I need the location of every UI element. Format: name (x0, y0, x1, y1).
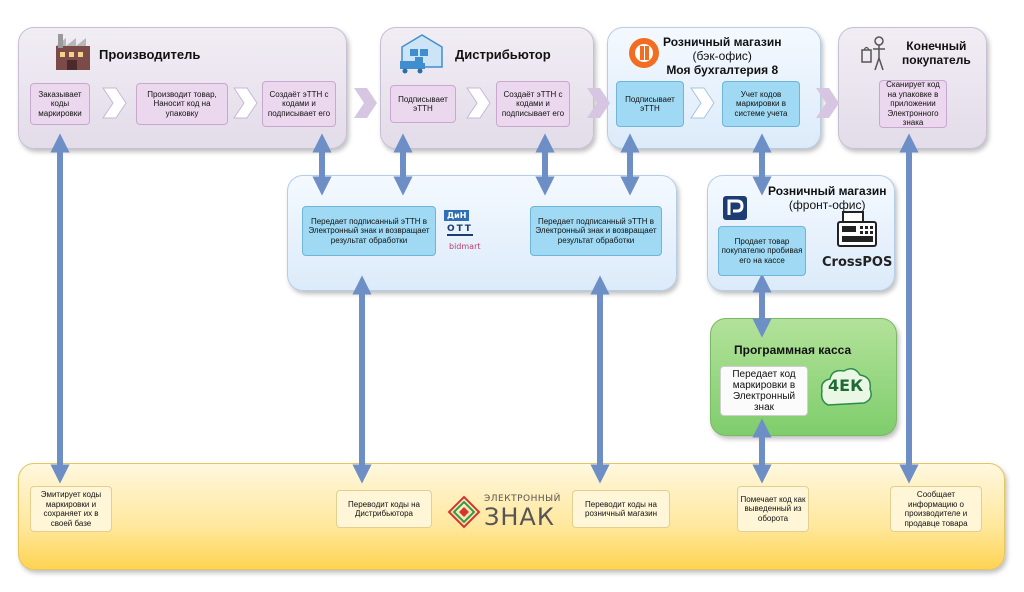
consumer-title: Конечный покупатель (902, 39, 971, 67)
producer-step-create-ettn: Создаёт эТТН с кодами и подписывает его (262, 81, 336, 127)
crosspos-logo-icon (723, 196, 747, 220)
electronic-sign-logo-line1: ЭЛЕКТРОННЫЙ (484, 494, 561, 504)
retail-back-title-line2: (бэк-офис) (692, 49, 752, 63)
chevron-3 (354, 88, 377, 118)
chevron-5 (587, 88, 610, 118)
retail-front-step-sell: Продает товар покупателю пробивая его на… (718, 226, 806, 276)
retail-back-title-line3: Моя бухгалтерия 8 (666, 63, 779, 77)
retail-front-title: Розничный магазин (фронт-офис) (768, 184, 886, 212)
distributor-step-create-ettn: Создаёт эТТН с кодами и подписывает его (496, 81, 570, 127)
crosspos-brand: CrossPOS (822, 255, 893, 270)
chevron-2 (233, 87, 258, 119)
ez-step-inform: Сообщает информацию о производителе и пр… (890, 486, 982, 532)
warehouse-truck-icon (400, 34, 443, 74)
chevron-6 (690, 87, 715, 119)
chevron-1 (102, 87, 127, 119)
ott-logo: ОТТ (447, 224, 473, 236)
bidmart-logo: bidmart (449, 242, 481, 251)
4ek-logo-icon (820, 368, 872, 406)
chevron-7 (816, 88, 839, 118)
retail-back-title-line1: Розничный магазин (663, 35, 782, 49)
shopper-icon (861, 36, 885, 71)
retail-front-title-line2: (фронт-офис) (788, 198, 866, 212)
consumer-step-scan: Сканирует код на упаковке в приложении Э… (879, 80, 947, 128)
retail-back-title: Розничный магазин (бэк-офис) Моя бухгалт… (663, 35, 781, 77)
retail-back-step-sign: Подписывает эТТН (616, 81, 684, 127)
consumer-title-line2: покупатель (902, 53, 971, 67)
moy-buhgalteriya-logo-icon (629, 38, 659, 68)
electronic-sign-logo-icon (447, 495, 481, 529)
ez-panel (18, 463, 1005, 570)
chevron-4 (466, 87, 491, 119)
producer-step-produce: Производит товар, Наносит код на упаковк… (136, 83, 228, 125)
ez-step-mark-withdrawn: Помечает код как выведенный из оборота (737, 486, 809, 532)
ez-step-transfer-retail: Переводит коды на розничный магазин (572, 490, 670, 528)
retail-front-title-line1: Розничный магазин (768, 184, 887, 198)
4ek-logo-text: 4ЕК (828, 376, 864, 395)
distributor-step-sign: Подписывает эТТН (390, 85, 456, 123)
cash-register-step-send-code: Передает код маркировки в Электронный зн… (720, 366, 808, 416)
producer-step-order-codes: Заказывает коды маркировки (30, 83, 90, 125)
factory-icon (56, 34, 90, 70)
consumer-title-line1: Конечный (906, 39, 967, 53)
electronic-sign-logo-line2: ЗНАК (484, 503, 555, 531)
producer-title: Производитель (99, 47, 201, 62)
distributor-title: Дистрибьютор (455, 47, 551, 62)
edo-step-right: Передает подписанный эТТН в Электронный … (530, 206, 662, 256)
din-logo: ДиН (444, 210, 470, 221)
cash-register-icon (837, 211, 877, 247)
ez-step-transfer-distributor: Переводит коды на Дистрибьютора (336, 490, 432, 528)
cash-register-title: Программная касса (734, 343, 852, 357)
edo-step-left: Передает подписанный эТТН в Электронный … (302, 206, 436, 256)
retail-back-step-accounting: Учет кодов маркировки в системе учета (722, 81, 800, 127)
ez-step-emit: Эмитирует коды маркировки и сохраняет их… (30, 486, 112, 532)
